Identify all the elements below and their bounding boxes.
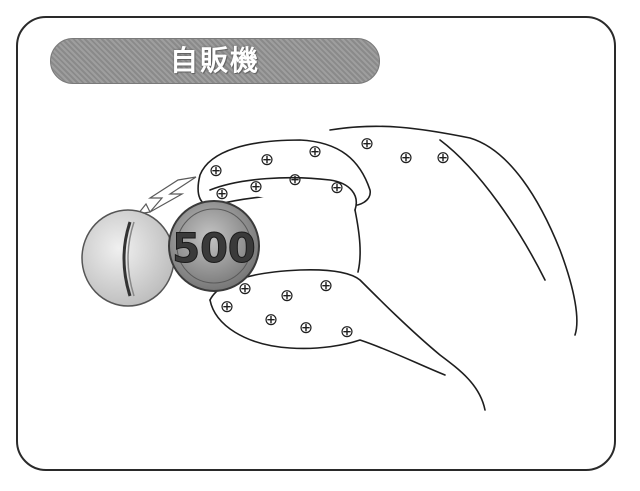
charge-symbol: ⊕ [220,297,234,317]
charge-symbols: ⊕ ⊕ ⊕ ⊕ ⊕ ⊕ ⊕ ⊕ ⊕ ⊕ ⊕ ⊕ ⊕ ⊕ ⊕ ⊕ ⊕ [209,134,450,342]
charge-symbol: ⊕ [238,279,252,299]
title-banner [50,38,380,84]
charge-symbol: ⊕ [209,161,223,181]
hand [197,125,578,411]
charge-symbol: ⊕ [399,148,413,168]
coin-front: 500 [168,200,260,292]
charge-symbol: ⊕ [249,177,263,197]
charge-symbol: ⊕ [436,148,450,168]
charge-symbol: ⊕ [299,318,313,338]
charge-symbol: ⊕ [360,134,374,154]
charge-symbol: ⊕ [260,150,274,170]
coin-back [81,209,175,307]
charge-symbol: ⊕ [319,276,333,296]
charge-symbol: ⊕ [288,170,302,190]
charge-symbol: ⊕ [308,142,322,162]
charge-symbol: ⊕ [264,310,278,330]
panel-title: 自販機 [169,44,260,77]
charge-symbol: ⊕ [280,286,294,306]
motion-arrow [136,176,197,215]
charge-symbol: ⊕ [340,322,354,342]
charge-symbol: ⊕ [330,178,344,198]
coin-denomination: 500 [172,226,256,272]
charge-symbol: ⊕ [215,184,229,204]
